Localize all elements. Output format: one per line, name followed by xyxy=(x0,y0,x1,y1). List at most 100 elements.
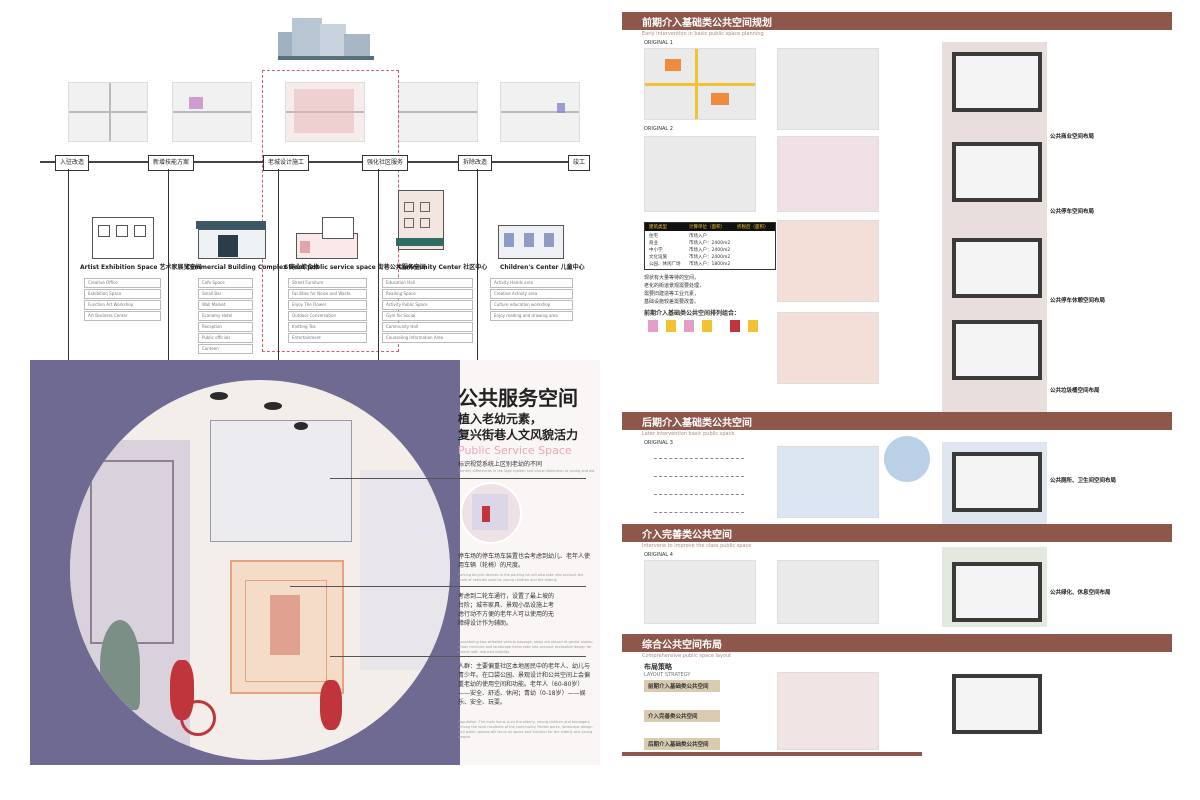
feature-item: Economy Hotel xyxy=(198,311,253,321)
framed-map xyxy=(952,320,1042,380)
timeline-stage: 新增技能方案 xyxy=(148,155,195,171)
connector-line xyxy=(68,169,69,409)
table-cell: 住宅 xyxy=(649,234,658,239)
feature-item: Street Furniture xyxy=(288,278,367,288)
section-title: 后期介入基础类公共空间 xyxy=(642,418,752,429)
timeline-stage: 老城设计施工 xyxy=(263,155,310,171)
site-map xyxy=(777,312,879,384)
timeline-stage: 竣工 xyxy=(568,155,591,171)
connector-line xyxy=(378,169,379,409)
building-children-icon xyxy=(494,205,566,259)
table-cell: 市场入户：1800m2 xyxy=(689,262,731,267)
feature-item: Entertainment xyxy=(288,333,367,343)
section-header: 后期介入基础类公共空间 xyxy=(622,412,1172,430)
table-cell: 文化设施 xyxy=(649,255,667,260)
section-subtitle: Intervene to improve the class public sp… xyxy=(642,543,752,549)
section-subtitle: Later intervention basic public space xyxy=(642,431,735,437)
feature-item: Education Hall xyxy=(382,278,473,288)
site-map xyxy=(644,448,754,522)
site-thumbnail xyxy=(500,82,580,142)
data-table: 建筑类型 计算单位（面积） 折税后（面积） 住宅 市场入户 商业 市场入户：24… xyxy=(644,222,776,270)
divider xyxy=(330,478,586,479)
site-thumbnail xyxy=(285,82,365,142)
site-map xyxy=(644,560,756,624)
framed-map xyxy=(952,452,1042,512)
table-cell: 商业 xyxy=(649,241,658,246)
feature-item: Creative Office xyxy=(84,278,161,288)
section-title: 前期介入基础类公共空间规划 xyxy=(642,18,772,29)
building-label: Community Center 社区中心 xyxy=(398,264,488,271)
section-header: 前期介入基础类公共空间规划 xyxy=(622,12,1172,30)
feature-item: Enjoy reading and drawing area xyxy=(490,311,573,321)
strategy-pill: 介入完善类公共空间 xyxy=(644,710,720,722)
strategy-label: 后期介入基础类公共空间 xyxy=(648,742,709,748)
planning-board: 前期介入基础类公共空间规划 Early intervention in basi… xyxy=(622,12,1172,767)
skyline-illustration xyxy=(278,14,374,60)
timeline-axis xyxy=(40,161,580,163)
feature-item: Function Art Workshop xyxy=(84,300,161,310)
building-street-service-icon xyxy=(292,205,364,259)
site-map xyxy=(644,136,756,212)
paragraph-en: Population: The main focus is on the eld… xyxy=(458,720,593,739)
combo-heading: 前期介入基础类公共空间排列组合： xyxy=(644,310,741,317)
building-label: Artist Exhibition Space 艺术家展览空间 xyxy=(80,264,202,271)
section-header: 综合公共空间布局 xyxy=(622,634,1172,652)
combo-strip xyxy=(644,318,774,334)
section-heading-en: Identity differences in the logo system … xyxy=(458,469,595,473)
original-label: ORIGINAL 4 xyxy=(644,552,673,558)
detail-circle xyxy=(460,482,522,544)
row-label: 公共垃圾桶空间布局 xyxy=(1050,388,1100,394)
framed-map xyxy=(952,562,1042,622)
feature-item: Art Business Center xyxy=(84,311,161,321)
site-map xyxy=(777,136,879,212)
feature-item: Knitting Tea xyxy=(288,322,367,332)
radius-circle xyxy=(884,436,930,482)
building-label: Children's Center 儿童中心 xyxy=(500,264,585,271)
feature-item: Exhibition Space xyxy=(84,289,161,299)
note-line: 基础设施较差需要改善。 xyxy=(644,299,700,305)
feature-item: Reading Space xyxy=(382,289,473,299)
strategy-pill: 前期介入基础类公共空间 xyxy=(644,680,720,692)
paragraph-en: Parking bicycle devices in the parking l… xyxy=(458,573,584,582)
connector-line xyxy=(168,169,169,409)
feature-item: Enjoy The Flower xyxy=(288,300,367,310)
divider xyxy=(290,586,586,587)
illustration-background xyxy=(30,360,460,765)
original-label: ORIGINAL 2 xyxy=(644,126,673,132)
feature-item: Activity Hands area xyxy=(490,278,573,288)
title-en: Public Service Space xyxy=(458,444,572,457)
paragraph: 停车场的停车场车装置也会考虑到幼儿、老年人使用车辆（轮椅）的尺度。 xyxy=(458,553,591,569)
strategy-bar xyxy=(622,752,922,756)
timeline-stage: 强化社区服务 xyxy=(362,155,409,171)
divider xyxy=(330,656,586,657)
table-header: 建筑类型 xyxy=(649,225,667,230)
site-thumbnail xyxy=(68,82,148,142)
section-header: 介入完善类公共空间 xyxy=(622,524,1172,542)
feature-item: Reception xyxy=(198,322,253,332)
section-heading: 标识视觉系统上区别老幼的不同 xyxy=(458,461,543,468)
building-artist-icon xyxy=(88,205,160,259)
row-label: 公共商业空间布局 xyxy=(1050,134,1095,140)
connector-line xyxy=(278,169,279,409)
feature-item: Small Bar xyxy=(198,289,253,299)
table-cell: 市场入户 xyxy=(689,234,707,239)
site-map xyxy=(777,446,879,518)
note-line: 现状有大量等待的空间， xyxy=(644,275,700,281)
feature-item: Public officials xyxy=(198,333,253,343)
section-title: 介入完善类公共空间 xyxy=(642,530,732,541)
feature-item: Gym for Social xyxy=(382,311,473,321)
timeline-stage: 入驻改造 xyxy=(55,155,90,171)
connector-line xyxy=(477,169,478,409)
strategy-label: 前期介入基础类公共空间 xyxy=(648,684,709,690)
bird-icon xyxy=(264,402,282,410)
note-line: 需要旧建造等工业元素， xyxy=(644,291,700,297)
subtitle-line-1: 植入老幼元素， xyxy=(458,412,543,426)
site-map xyxy=(777,220,879,302)
table-cell: 公园、休闲广场 xyxy=(649,262,681,267)
row-label: 公共绿化、休息空间布局 xyxy=(1050,590,1111,596)
feature-item: Canteen xyxy=(198,344,253,354)
table-cell: 中小学 xyxy=(649,248,663,253)
row-label: 公共停车休憩空间布局 xyxy=(1050,298,1106,304)
row-label: 公共停车空间布局 xyxy=(1050,209,1095,215)
table-header: 计算单位（面积） xyxy=(689,225,725,230)
